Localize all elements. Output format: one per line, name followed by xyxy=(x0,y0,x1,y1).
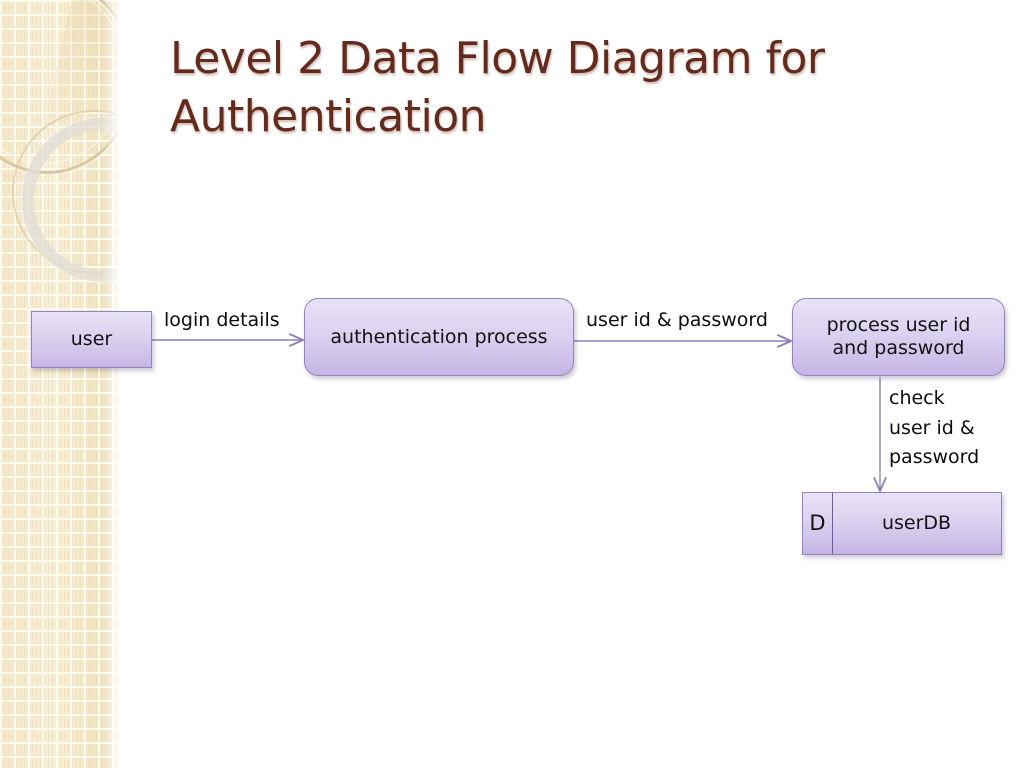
page-title: Level 2 Data Flow Diagram for Authentica… xyxy=(170,33,825,143)
dfd-node-authentication-process[interactable]: authentication process xyxy=(304,298,574,376)
dfd-node-process-user-id-and-password-label: process user id and password xyxy=(826,314,971,359)
dfd-node-user-label: user xyxy=(70,328,113,351)
slide-decorative-sidebar xyxy=(0,0,118,768)
sidebar-edge-fade xyxy=(102,0,118,768)
flow-label-login-details: login details xyxy=(164,306,280,336)
dfd-node-process-user-id-and-password[interactable]: process user id and password xyxy=(792,298,1005,376)
dfd-datastore-label: userDB xyxy=(881,512,952,535)
flow-label-check-credentials: check user id & password xyxy=(889,387,980,469)
dfd-datastore-marker: D xyxy=(803,493,833,554)
dfd-node-userdb-datastore[interactable]: D userDB xyxy=(802,492,1002,555)
dfd-node-authentication-process-label: authentication process xyxy=(330,325,548,348)
dfd-node-user[interactable]: user xyxy=(31,311,152,368)
flow-label-user-id-password: user id & password xyxy=(586,306,768,336)
